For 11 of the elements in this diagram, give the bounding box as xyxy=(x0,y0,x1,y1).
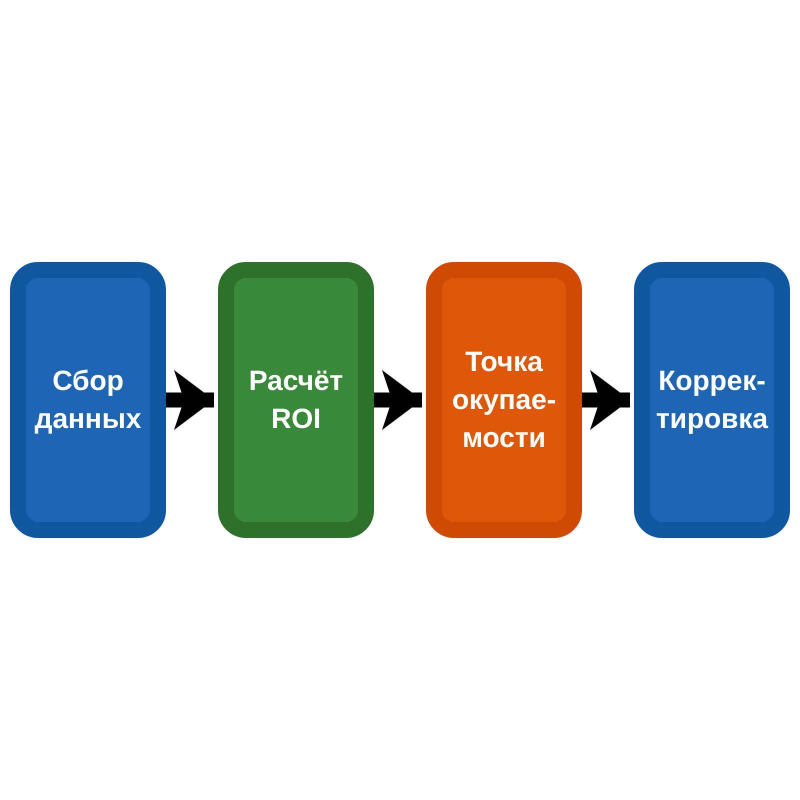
step-label: Сбор данных xyxy=(34,364,142,436)
step-label: Расчёт ROI xyxy=(248,364,344,436)
arrow xyxy=(166,370,214,430)
arrow xyxy=(374,370,422,430)
process-box xyxy=(10,262,166,538)
process-box xyxy=(218,262,374,538)
process-box xyxy=(426,262,582,538)
step-label: Коррек-тировка xyxy=(655,364,770,436)
step-label: Точка окупае-мости xyxy=(450,345,558,455)
arrow xyxy=(582,370,630,430)
process-box xyxy=(634,262,790,538)
